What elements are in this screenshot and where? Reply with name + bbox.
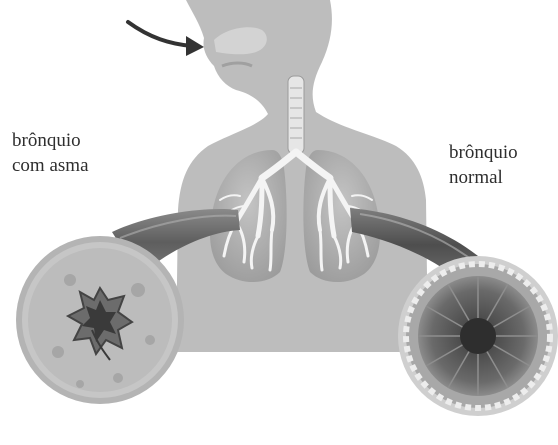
body-silhouette bbox=[176, 0, 428, 352]
asthma-bronchus-label: brônquio com asma bbox=[12, 128, 89, 178]
asthma-label-line-2: com asma bbox=[12, 153, 89, 178]
curved-arrow-icon bbox=[128, 22, 204, 56]
normal-cross-section bbox=[398, 256, 558, 416]
asthma-cross-section bbox=[16, 236, 184, 404]
normal-bronchus-label: brônquio normal bbox=[449, 140, 518, 190]
asthma-label-line-1: brônquio bbox=[12, 128, 89, 153]
normal-label-line-1: brônquio bbox=[449, 140, 518, 165]
normal-label-line-2: normal bbox=[449, 165, 518, 190]
